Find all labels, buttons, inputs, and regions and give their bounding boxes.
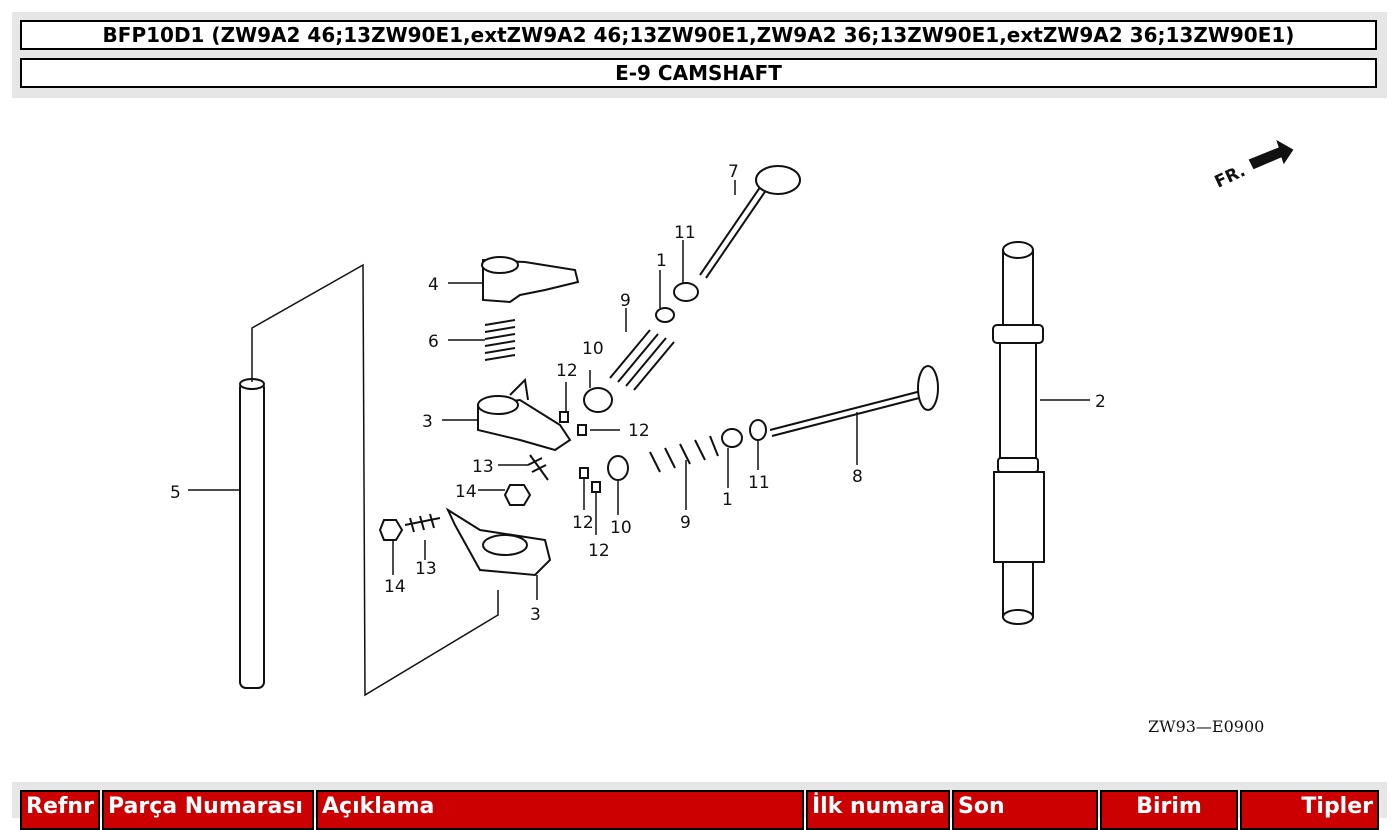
callout-12: 12 bbox=[572, 513, 594, 533]
callout-2: 2 bbox=[1095, 392, 1106, 412]
col-description[interactable]: Açıklama bbox=[316, 790, 804, 830]
callout-3: 3 bbox=[530, 605, 541, 625]
diagram-code: ZW93—E0900 bbox=[1148, 717, 1264, 736]
parts-diagram: 7 11 1 9 4 6 10 12 3 12 13 14 5 2 8 11 1… bbox=[0, 100, 1399, 780]
callout-10: 10 bbox=[610, 518, 632, 538]
callout-11: 11 bbox=[748, 473, 770, 493]
callout-12: 12 bbox=[588, 541, 610, 561]
col-last[interactable]: Son bbox=[952, 790, 1098, 830]
callout-13: 13 bbox=[472, 457, 494, 477]
col-types[interactable]: Tipler bbox=[1240, 790, 1379, 830]
callout-12: 12 bbox=[628, 421, 650, 441]
callout-9: 9 bbox=[620, 291, 631, 311]
col-first-number[interactable]: İlk numara bbox=[806, 790, 950, 830]
callout-12: 12 bbox=[556, 361, 578, 381]
callout-6: 6 bbox=[428, 332, 439, 352]
callout-13: 13 bbox=[415, 559, 437, 579]
callout-5: 5 bbox=[170, 483, 181, 503]
col-unit[interactable]: Birim bbox=[1100, 790, 1238, 830]
header-panel: BFP10D1 (ZW9A2 46;13ZW90E1,extZW9A2 46;1… bbox=[12, 12, 1387, 98]
part-9-spring-upper bbox=[609, 329, 675, 391]
callout-11: 11 bbox=[674, 223, 696, 243]
part-5-shaft bbox=[239, 381, 265, 689]
col-refnr[interactable]: Refnr bbox=[20, 790, 100, 830]
part-2-camshaft bbox=[992, 241, 1045, 625]
callout-14: 14 bbox=[455, 482, 477, 502]
callout-8: 8 bbox=[852, 467, 863, 487]
callout-9: 9 bbox=[680, 513, 691, 533]
callout-4: 4 bbox=[428, 275, 439, 295]
callout-7: 7 bbox=[728, 162, 739, 182]
parts-table: Refnr Parça Numarası Açıklama İlk numara… bbox=[12, 782, 1387, 830]
model-title: BFP10D1 (ZW9A2 46;13ZW90E1,extZW9A2 46;1… bbox=[20, 20, 1377, 50]
callout-1: 1 bbox=[656, 251, 667, 271]
section-title: E-9 CAMSHAFT bbox=[20, 58, 1377, 88]
callout-14: 14 bbox=[384, 577, 406, 597]
callout-3: 3 bbox=[422, 412, 433, 432]
col-part-number[interactable]: Parça Numarası bbox=[102, 790, 314, 830]
front-arrow-icon bbox=[1248, 139, 1294, 170]
part-6-spring bbox=[484, 319, 516, 361]
part-9-spring-lower bbox=[649, 435, 719, 473]
callout-1: 1 bbox=[722, 490, 733, 510]
front-marker-label: FR. bbox=[1212, 161, 1249, 192]
callout-10: 10 bbox=[582, 339, 604, 359]
